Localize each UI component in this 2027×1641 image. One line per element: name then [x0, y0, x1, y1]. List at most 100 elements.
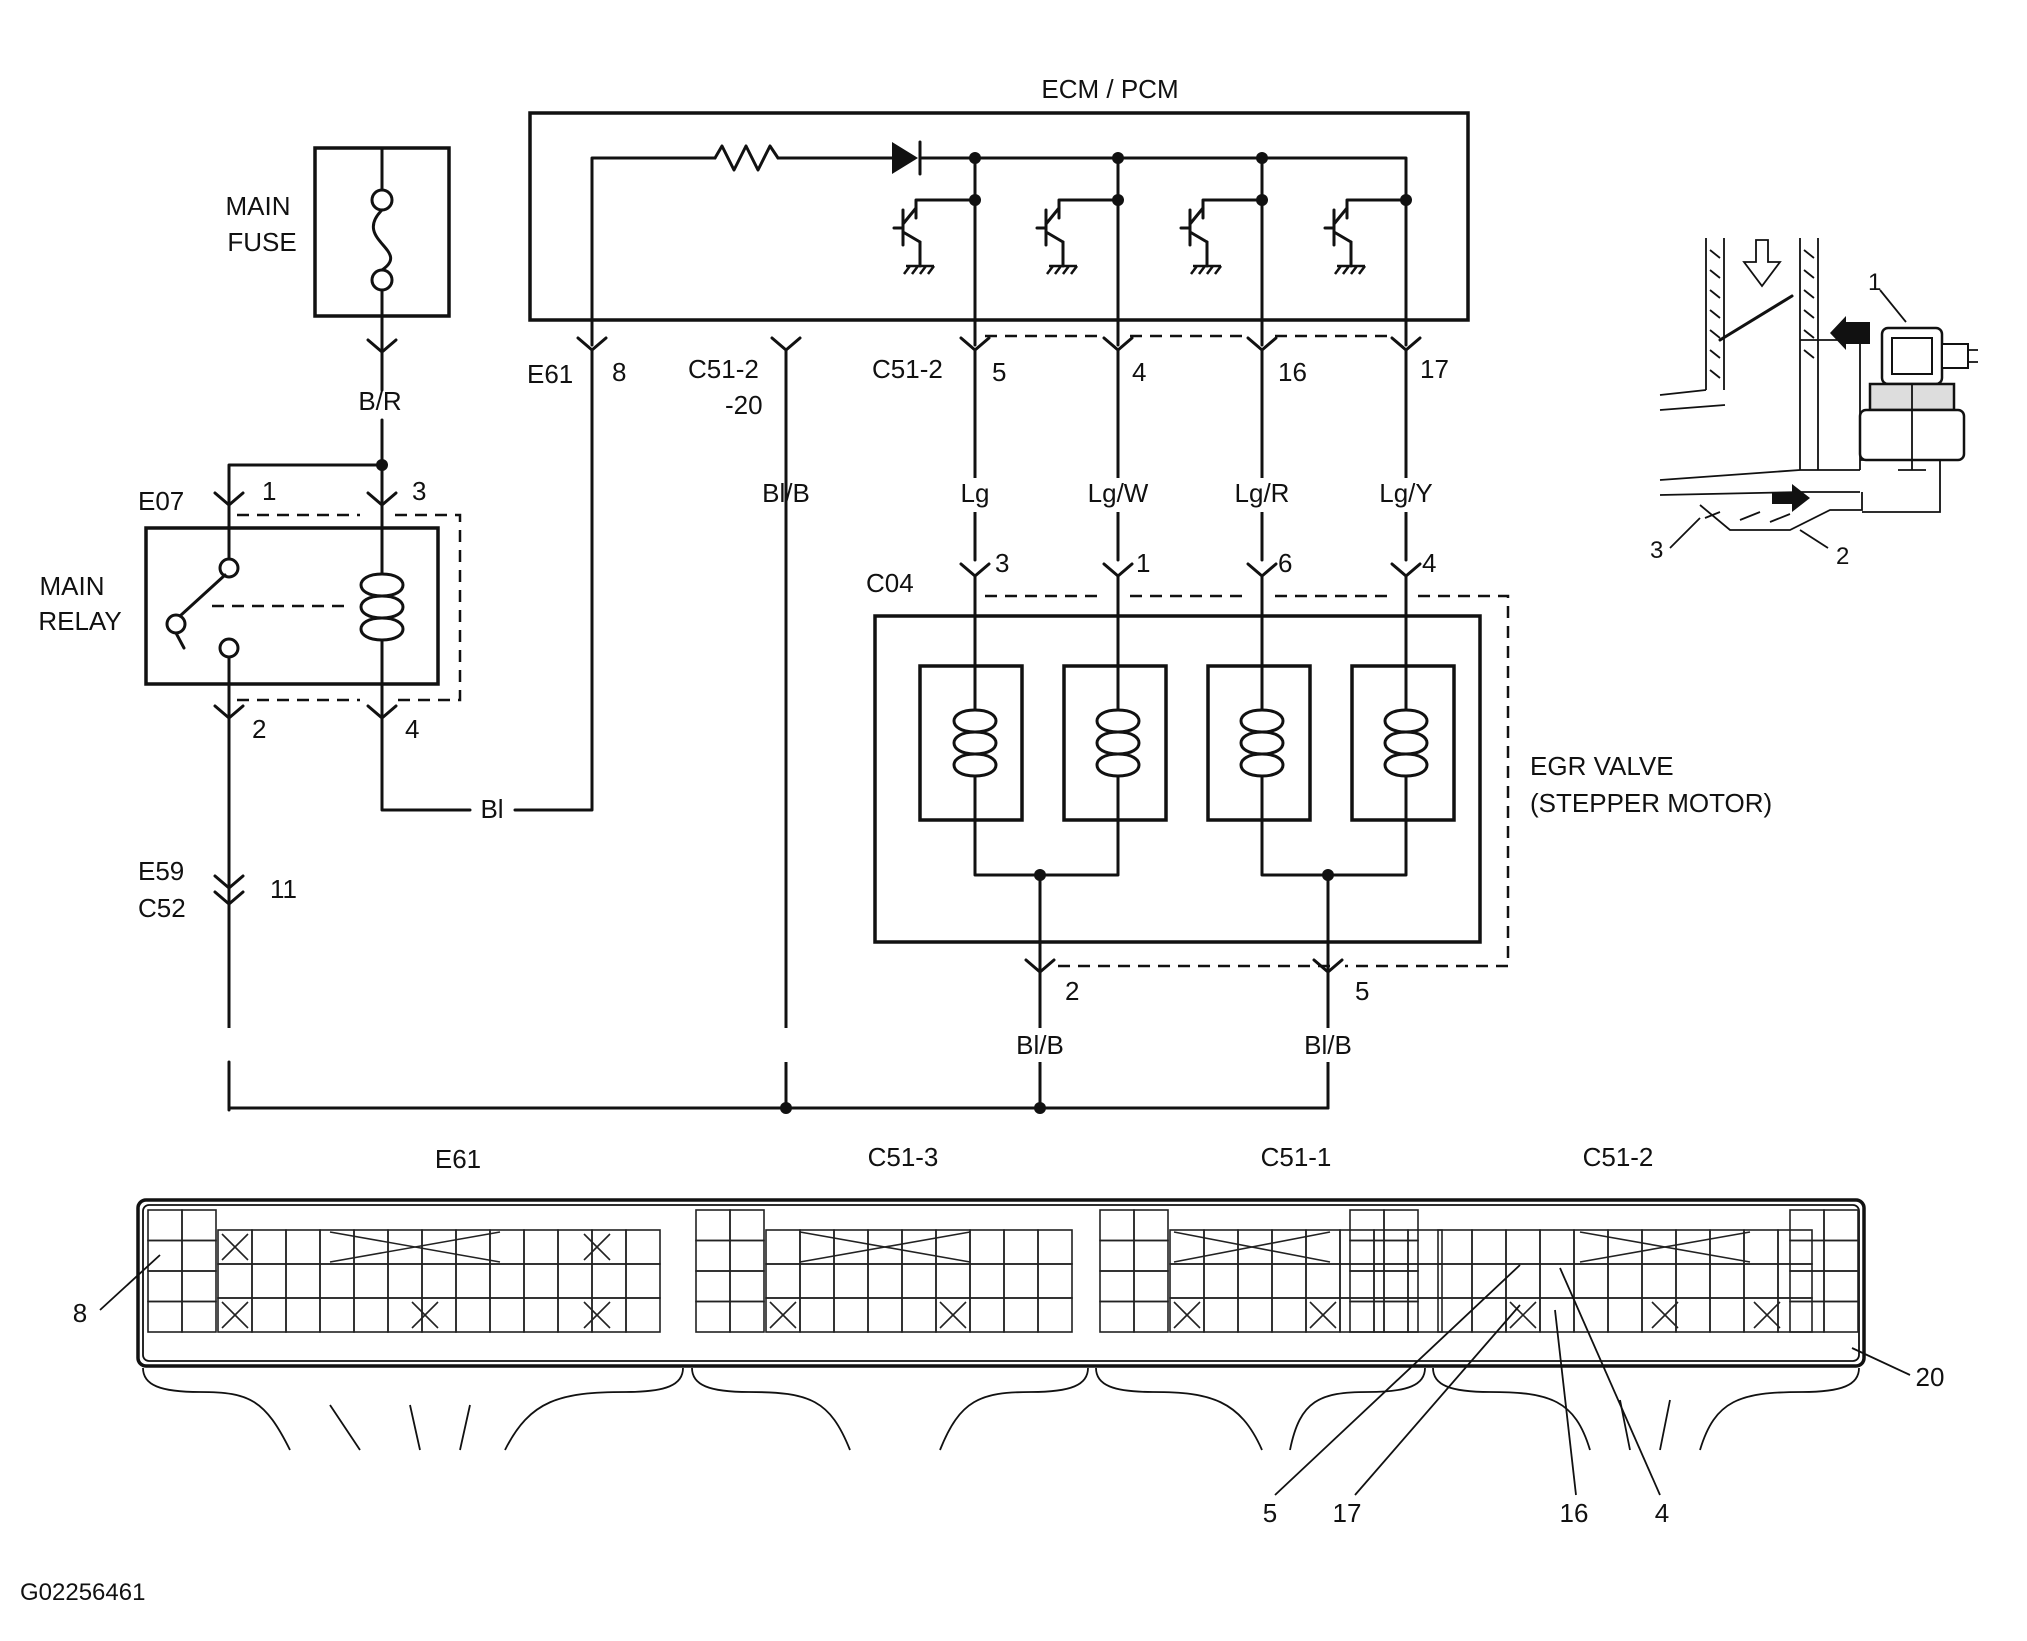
egr-valve-box: [873, 614, 1482, 944]
connector-pin-cavity: [1339, 1297, 1375, 1333]
connector-pin-cavity: [765, 1263, 801, 1299]
connector-pin-cavity: [353, 1263, 389, 1299]
blank-pin-mark: [1579, 1231, 1751, 1263]
connector-pin-cavity: [557, 1297, 593, 1333]
connector-pin-cavity: [1437, 1263, 1473, 1299]
main-relay: E07 1 3 2 4 MAIN RELAY: [38, 418, 472, 1112]
connector-pin-cavity: [251, 1263, 287, 1299]
c04-pin4-fork-icon: [1390, 562, 1422, 578]
relay-feed-wire: [227, 418, 384, 530]
connector-pin-cavity: [765, 1229, 801, 1265]
pin-e59-11: 11: [270, 874, 297, 904]
connector-pin-cavity: [1339, 1229, 1375, 1265]
diode-icon: [892, 142, 918, 174]
connector-pin-cavity: [1709, 1263, 1745, 1299]
relay-switch-arm-icon: [178, 573, 227, 618]
inset-leader-2: [1799, 529, 1829, 549]
connector-pin-cavity: [285, 1263, 321, 1299]
pin-e07-3: 3: [412, 476, 426, 506]
connector-e59: E59: [138, 856, 184, 886]
connector-pin-cavity: [1037, 1297, 1073, 1333]
connector-c52: C52: [138, 893, 186, 923]
blank-pin-mark: [1173, 1231, 1331, 1263]
connector-pin-cavity: [833, 1229, 869, 1265]
connector-pin-cavity: [1407, 1297, 1443, 1333]
connector-pin-cavity: [695, 1300, 731, 1333]
face-group-c51-1: C51-1: [1261, 1142, 1332, 1172]
connector-pin-cavity: [1539, 1263, 1575, 1299]
connector-pin-cavity: [1607, 1297, 1643, 1333]
inset-callout-3: 3: [1650, 537, 1663, 564]
bundle-curve-c51-2: [1432, 1367, 1860, 1451]
exhaust-arrow-icon: [1830, 316, 1870, 350]
main-relay-label-line1: MAIN: [40, 571, 105, 601]
connector-pin-cavity: [1407, 1263, 1443, 1299]
connector-pin-cavity: [147, 1300, 183, 1333]
ecm-common-bus: [918, 140, 1408, 202]
connector-pin-cavity: [1271, 1263, 1307, 1299]
egr-passage: [1699, 492, 1863, 531]
wire-color-lg: Lg: [961, 478, 990, 508]
connector-pin-cavity: [901, 1263, 937, 1299]
connector-pin-cavity: [1823, 1209, 1859, 1242]
connector-c04: C04: [866, 568, 914, 598]
connector-pin-cavity: [1641, 1297, 1677, 1333]
connector-pin-cavity: [969, 1263, 1005, 1299]
connector-pin-cavity: [1099, 1239, 1135, 1272]
blank-pin-mark: [1651, 1301, 1679, 1329]
bundle-curve-e61: [142, 1367, 684, 1451]
connector-pin-cavity: [1823, 1270, 1859, 1303]
connector-pin-cavity: [557, 1229, 593, 1265]
connector-pin-cavity: [729, 1300, 765, 1333]
main-fuse-label-line1: MAIN: [226, 191, 291, 221]
wire-color-lgr: Lg/R: [1235, 478, 1290, 508]
figure-id: G02256461: [20, 1579, 145, 1606]
connector-pin-cavity: [1789, 1270, 1825, 1303]
connector-pin-cavity: [625, 1263, 661, 1299]
connector-pin-cavity: [1777, 1297, 1813, 1333]
connector-pin-cavity: [523, 1229, 559, 1265]
egr-coil-icon-3: [1239, 708, 1285, 778]
wire-color-blb-egr-a: Bl/B: [1016, 1030, 1064, 1060]
connector-pin-cavity: [969, 1297, 1005, 1333]
inset-callout-2: 2: [1836, 543, 1849, 570]
connector-pin-cavity: [353, 1229, 389, 1265]
connector-e07: E07: [138, 486, 184, 516]
connector-pin-cavity: [1789, 1209, 1825, 1242]
egr-coil-box-1: [918, 664, 1024, 822]
connector-pin-cavity: [1349, 1239, 1385, 1272]
connector-pin-cavity: [251, 1229, 287, 1265]
connector-pin-cavity: [695, 1239, 731, 1272]
connector-pin-cavity: [1675, 1297, 1711, 1333]
connector-pin-cavity: [1675, 1263, 1711, 1299]
connector-pin-cavity: [729, 1239, 765, 1272]
connector-c51-2: C51-2: [872, 354, 943, 384]
bundle-curve-c51-1: [1095, 1367, 1426, 1451]
connector-pin-cavity: [1133, 1300, 1169, 1333]
connector-pin-cavity: [285, 1229, 321, 1265]
connector-pin-cavity: [147, 1270, 183, 1303]
blank-pin-mark: [221, 1301, 249, 1329]
connector-pin-cavity: [591, 1263, 627, 1299]
face-leader-4: [1559, 1267, 1661, 1496]
resistor-icon: [713, 144, 780, 172]
face-callout-5: 5: [1263, 1498, 1277, 1528]
connector-pin-cavity: [455, 1297, 491, 1333]
connector-pin-grid: [147, 1209, 1859, 1333]
c51-pin20-fork-icon: [770, 336, 802, 352]
c04-connector-outline: [985, 594, 1510, 968]
wire-color-blb-egr-b: Bl/B: [1304, 1030, 1352, 1060]
connector-pin-cavity: [1237, 1297, 1273, 1333]
ecm-box: [528, 111, 1470, 322]
relay-switch-stub: [174, 631, 186, 650]
driver-transistor-2: [1035, 156, 1124, 347]
connector-pin-cavity: [353, 1297, 389, 1333]
connector-pin-cavity: [1505, 1229, 1541, 1265]
connector-pin-cavity: [1037, 1263, 1073, 1299]
connector-pin-cavity: [1709, 1229, 1745, 1265]
connector-pin-cavity: [833, 1263, 869, 1299]
connector-pin-cavity: [799, 1263, 835, 1299]
ecm-pcm: ECM / PCM: [527, 74, 1470, 420]
connector-pin-cavity: [181, 1270, 217, 1303]
connector-pin-cavity: [1505, 1263, 1541, 1299]
